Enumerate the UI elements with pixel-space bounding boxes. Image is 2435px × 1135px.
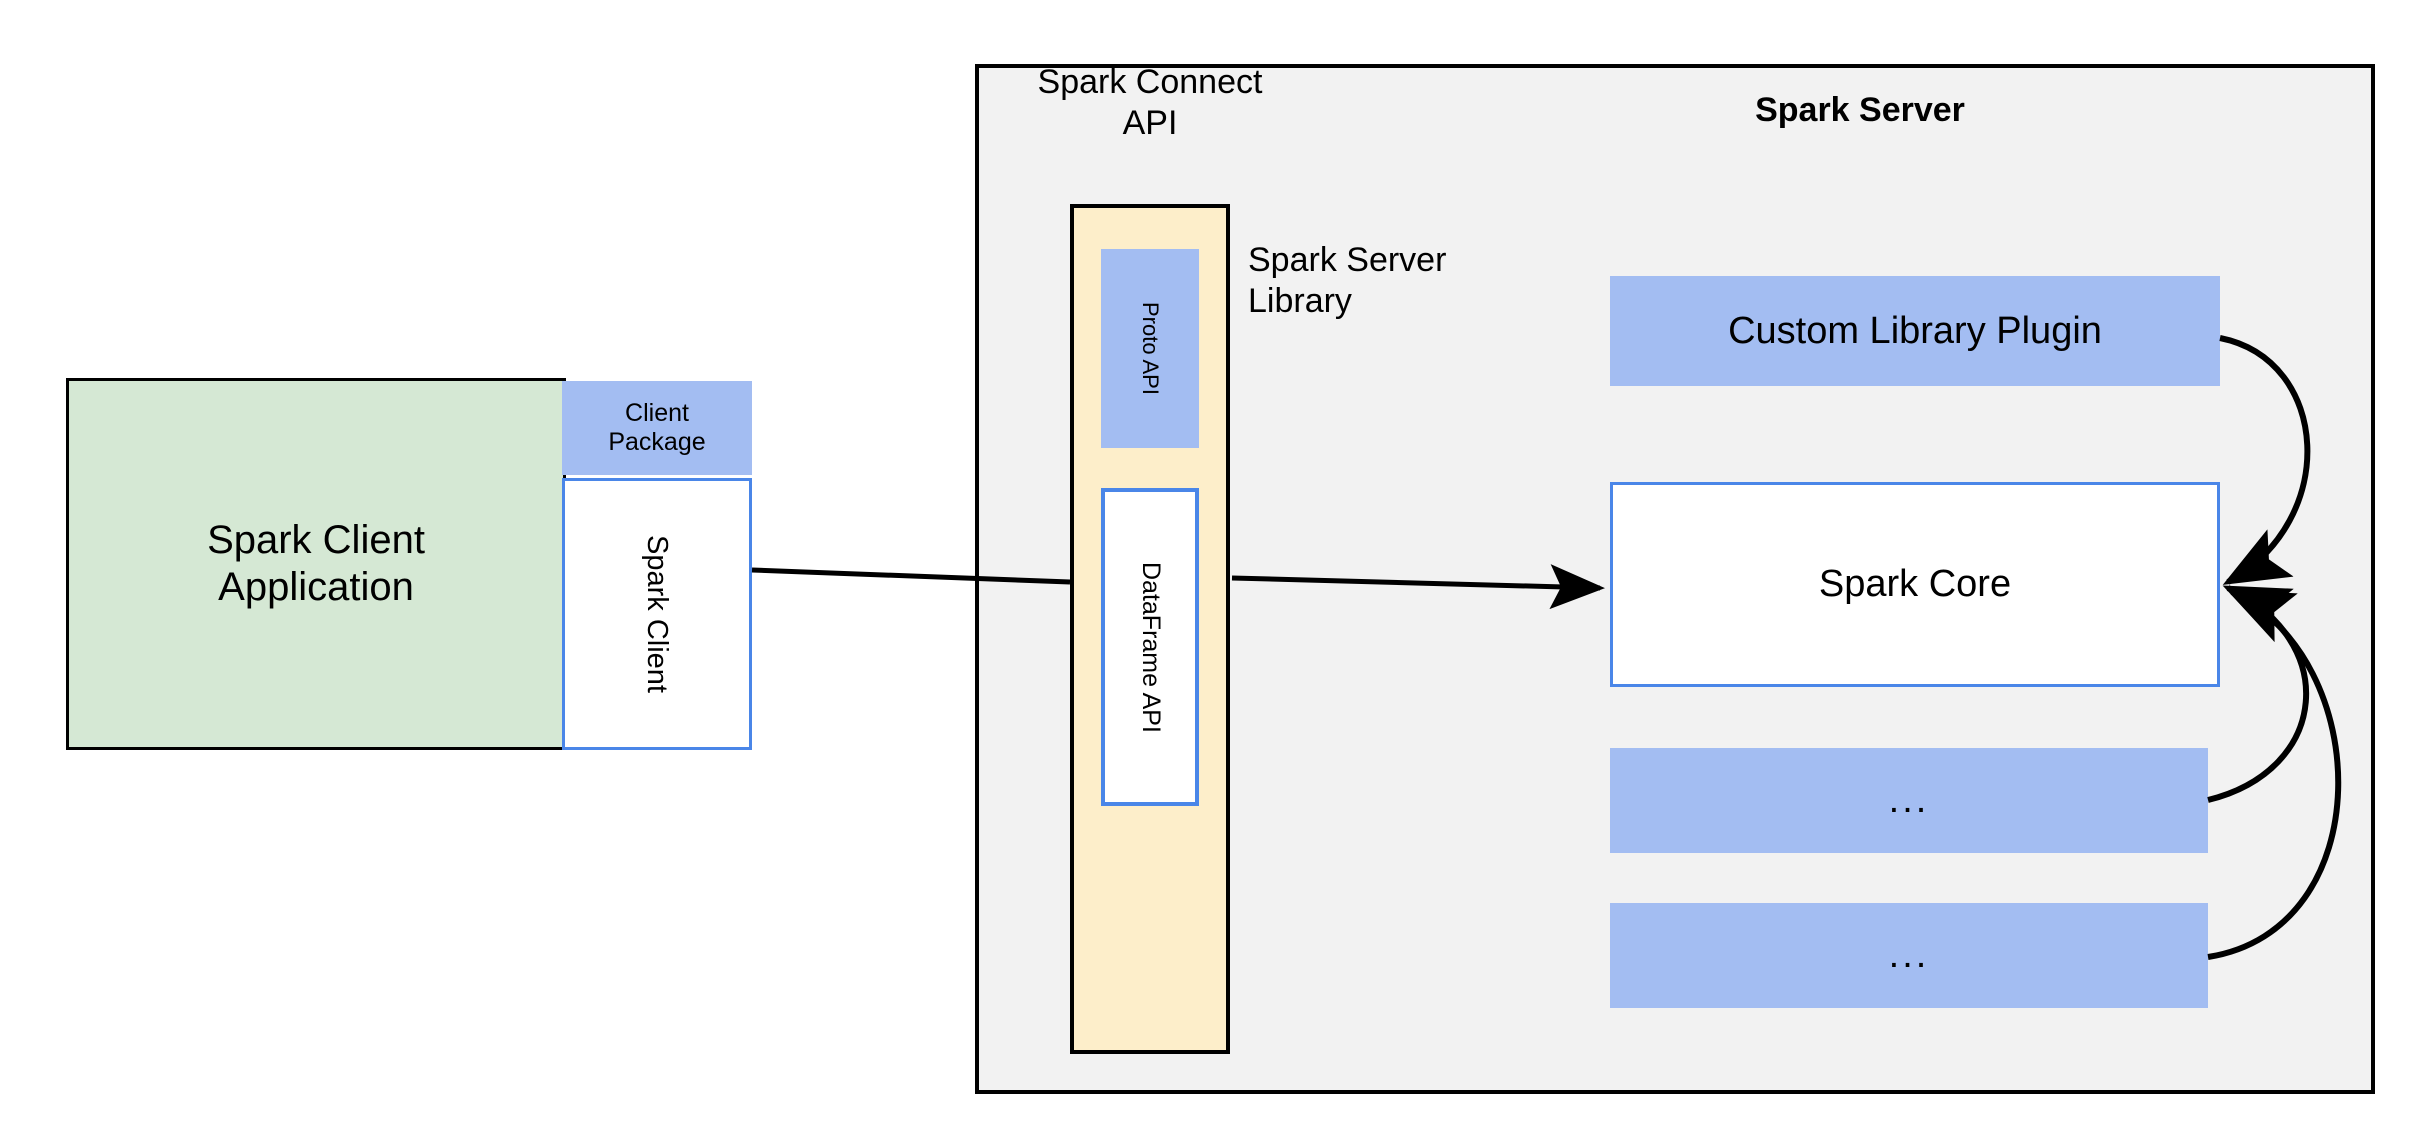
client-package-box[interactable]: Client Package (562, 381, 752, 475)
spark-client-label: Spark Client (641, 535, 674, 693)
proto-api-box[interactable]: Proto API (1101, 249, 1199, 448)
spark-client-application-box[interactable]: Spark Client Application (66, 378, 566, 750)
server-component-placeholder-2[interactable]: ... (1610, 903, 2208, 1008)
ellipsis-label-2: ... (1888, 934, 1930, 977)
spark-server-library-label: Spark Server Library (1248, 241, 1447, 320)
spark-connect-api-label: Spark Connect API (1037, 63, 1263, 142)
ellipsis-label-1: ... (1888, 779, 1930, 822)
dataframe-api-label: DataFrame API (1136, 561, 1165, 733)
spark-client-application-label: Spark Client Application (207, 517, 425, 609)
spark-server-title: Spark Server (1755, 91, 1965, 129)
spark-core-box[interactable]: Spark Core (1610, 482, 2220, 687)
client-package-label: Client Package (608, 398, 706, 457)
spark-core-label: Spark Core (1818, 563, 2012, 606)
custom-library-plugin-box[interactable]: Custom Library Plugin (1610, 276, 2220, 386)
spark-client-box[interactable]: Spark Client (562, 478, 752, 750)
dataframe-api-box[interactable]: DataFrame API (1101, 488, 1199, 806)
server-component-placeholder-1[interactable]: ... (1610, 748, 2208, 853)
proto-api-label: Proto API (1137, 302, 1163, 395)
custom-library-plugin-label: Custom Library Plugin (1728, 309, 2102, 352)
